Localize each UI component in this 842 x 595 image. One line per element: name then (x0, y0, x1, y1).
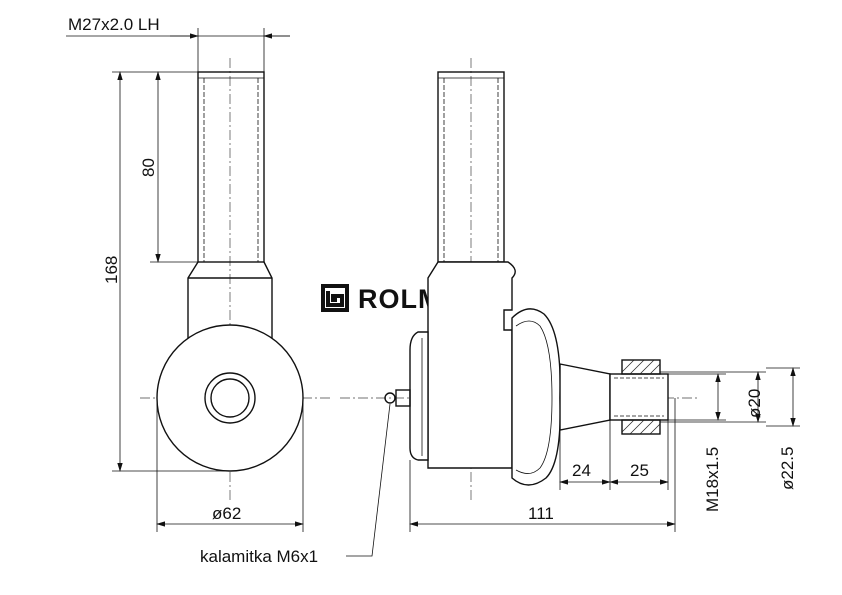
rubber-boot (511, 308, 561, 486)
label-offset-b: 25 (630, 461, 649, 480)
dim-outer-diameter: ø62 (156, 398, 304, 532)
side-body (427, 261, 516, 469)
rolmar-logo-mark (321, 284, 349, 312)
dim-diameter-22-5: ø22.5 (766, 367, 800, 490)
side-cap (409, 331, 429, 461)
label-pin-thread: M18x1.5 (703, 447, 722, 512)
label-thread-length: 80 (139, 158, 158, 177)
label-outer-diameter: ø62 (212, 504, 241, 523)
grease-nipple (384, 389, 411, 407)
threaded-shaft (197, 71, 265, 263)
label-diameter-20: ø20 (745, 389, 764, 418)
side-view: kalamitka M6x1 111 24 25 M18x1.5 (200, 58, 800, 566)
dim-thread-main: M27x2.0 LH (66, 15, 290, 72)
housing-bore-inner (210, 378, 250, 418)
dim-pin-thread: M18x1.5 (668, 373, 726, 512)
tapered-pin (559, 363, 611, 431)
pin-thread-section (609, 373, 669, 421)
dim-offsets: 24 25 (559, 420, 669, 490)
dim-total-height: 168 (102, 71, 230, 472)
castle-nut (621, 359, 661, 435)
front-view: M27x2.0 LH 80 168 ø62 (66, 15, 330, 532)
dim-thread-length: 80 (139, 71, 198, 263)
label-grease-nipple: kalamitka M6x1 (200, 547, 318, 566)
rubber-boot-inner (515, 320, 553, 474)
label-thread-main: M27x2.0 LH (68, 15, 160, 34)
leader-grease-nipple: kalamitka M6x1 (200, 403, 391, 566)
ball-housing (156, 324, 304, 472)
label-total-height: 168 (102, 256, 121, 284)
label-total-width: 111 (528, 504, 554, 523)
label-diameter-22-5: ø22.5 (778, 447, 797, 490)
dim-diameter-20: ø20 (660, 371, 766, 423)
label-offset-a: 24 (572, 461, 591, 480)
housing-bore-outer (204, 372, 256, 424)
